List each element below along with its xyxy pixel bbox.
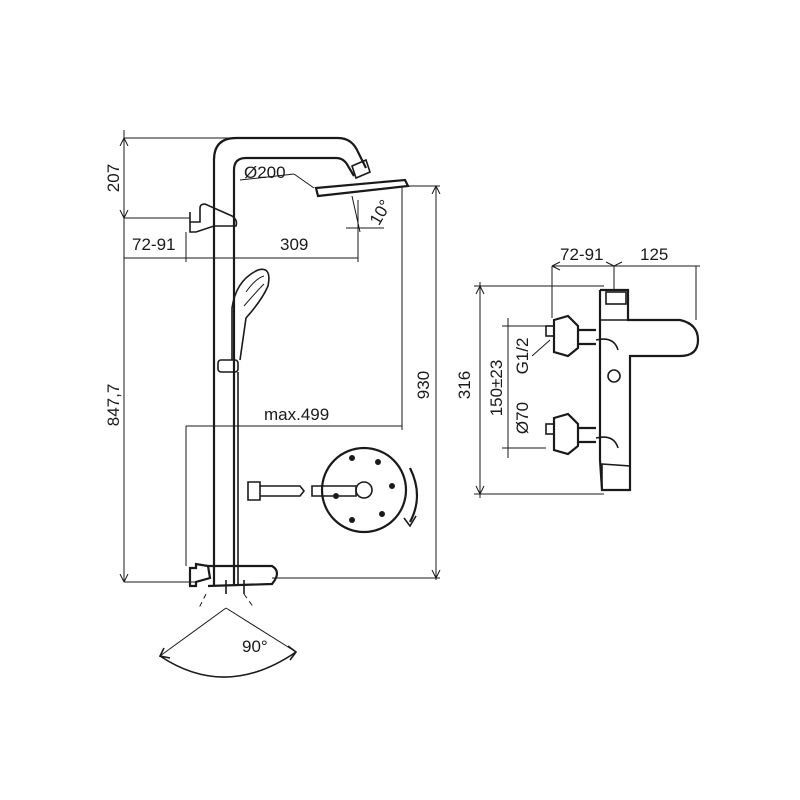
- head-rise-label: 207: [104, 164, 123, 192]
- left-dimension-lines: [119, 130, 441, 583]
- thread-label: G1/2: [513, 338, 532, 375]
- swivel-arc: [159, 651, 297, 678]
- swivel-angle-label: 90°: [242, 637, 268, 656]
- column-height-label: 847,7: [104, 384, 123, 427]
- head-diameter-label: Ø200: [244, 163, 286, 182]
- overall-height-label: 930: [414, 371, 433, 399]
- top-wall-bracket: [189, 203, 238, 233]
- mixer-offset-label: 72-91: [560, 245, 603, 264]
- column-mixer: [188, 562, 279, 611]
- escutcheon-diameter-label: Ø70: [513, 402, 532, 434]
- diverter-detail: [247, 446, 419, 534]
- hand-shower: [231, 268, 270, 361]
- shower-column-assembly: [158, 136, 419, 678]
- head-tilt-label: 10°: [366, 197, 395, 229]
- upper-inlet: [552, 314, 596, 358]
- mixer-height-label: 316: [455, 371, 474, 399]
- inlet-centres-label: 150±23: [487, 360, 506, 417]
- mixer-depth-label: 125: [640, 245, 668, 264]
- arm-projection-label: 309: [280, 235, 308, 254]
- slider-holder: [217, 359, 239, 373]
- shower-head: [314, 178, 410, 198]
- right-dimension-lines: [474, 261, 700, 498]
- lower-inlet: [552, 412, 596, 456]
- hose-reach-label: max.499: [264, 405, 329, 424]
- wall-mixer-assembly: [545, 288, 700, 492]
- bracket-offset-left-label: 72-91: [132, 235, 175, 254]
